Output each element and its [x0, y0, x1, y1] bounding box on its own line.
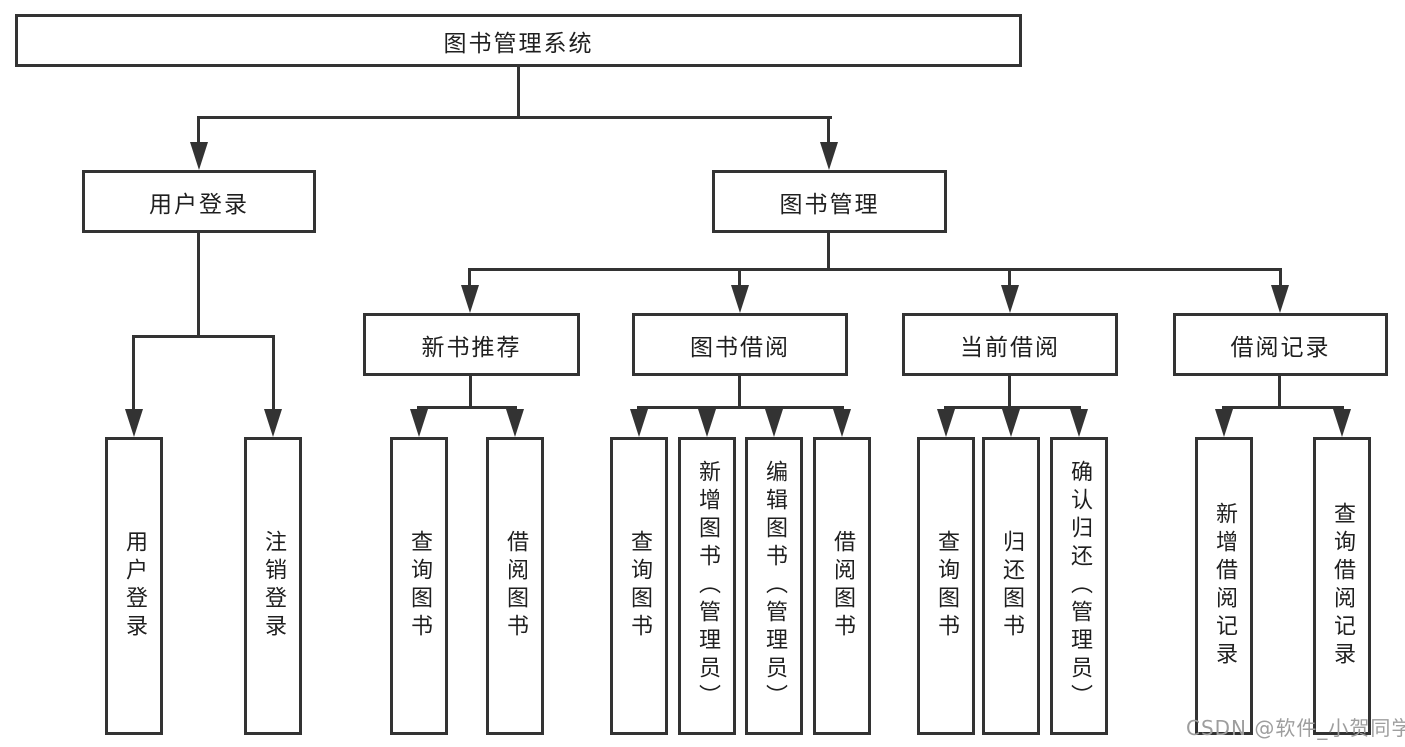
node-current-borrow: 当前借阅 — [902, 313, 1118, 376]
node-borrow-record: 借阅记录 — [1173, 313, 1388, 376]
node-label: 借阅图书 — [503, 530, 528, 642]
node-book-management: 图书管理 — [712, 170, 947, 233]
arrow-down-icon — [1002, 409, 1020, 437]
leaf-borrow-book: 借阅图书 — [813, 437, 871, 735]
leaf-return-book: 归还图书 — [982, 437, 1040, 735]
leaf-query-book-recommend: 查询图书 — [390, 437, 448, 735]
node-label: 查询借阅记录 — [1330, 502, 1355, 670]
leaf-query-book-borrow: 查询图书 — [610, 437, 668, 735]
node-label: 查询图书 — [407, 530, 432, 642]
connector-line — [417, 406, 517, 409]
arrow-down-icon — [820, 142, 838, 170]
connector-line — [738, 376, 741, 409]
arrow-down-icon — [506, 409, 524, 437]
node-label: 借阅记录 — [1230, 334, 1331, 361]
node-label: 当前借阅 — [960, 334, 1060, 361]
node-label: 图书管理 — [779, 191, 880, 218]
connector-line — [197, 233, 200, 338]
arrow-down-icon — [190, 142, 208, 170]
node-label: 查询图书 — [627, 530, 652, 642]
connector-line — [272, 335, 275, 411]
leaf-query-borrow-record: 查询借阅记录 — [1313, 437, 1371, 735]
arrow-down-icon — [1001, 285, 1019, 313]
connector-line — [132, 335, 275, 338]
node-book-borrow: 图书借阅 — [632, 313, 848, 376]
node-user-login: 用户登录 — [82, 170, 316, 233]
leaf-user-login: 用户登录 — [105, 437, 163, 735]
arrow-down-icon — [264, 409, 282, 437]
node-label: 借阅图书 — [830, 530, 855, 642]
connector-line — [197, 116, 832, 119]
connector-line — [468, 268, 471, 288]
node-label: 图书借阅 — [690, 334, 790, 361]
node-label: 新增借阅记录 — [1212, 502, 1237, 670]
connector-line — [197, 116, 200, 146]
connector-line — [1279, 268, 1282, 288]
connector-line — [1222, 406, 1344, 409]
leaf-query-book-current: 查询图书 — [917, 437, 975, 735]
arrow-down-icon — [1215, 409, 1233, 437]
connector-line — [132, 335, 135, 411]
leaf-borrow-book-recommend: 借阅图书 — [486, 437, 544, 735]
leaf-edit-book-admin: 编辑图书（管理员） — [745, 437, 803, 735]
connector-line — [468, 268, 1282, 271]
connector-line — [1008, 376, 1011, 409]
leaf-confirm-return-admin: 确认归还（管理员） — [1050, 437, 1108, 735]
leaf-add-borrow-record: 新增借阅记录 — [1195, 437, 1253, 735]
node-library-system: 图书管理系统 — [15, 14, 1022, 67]
arrow-down-icon — [698, 409, 716, 437]
arrow-down-icon — [937, 409, 955, 437]
node-label: 新书推荐 — [421, 334, 522, 361]
connector-line — [517, 67, 520, 118]
node-label: 新增图书（管理员） — [695, 460, 720, 712]
connector-line — [1278, 376, 1281, 409]
leaf-add-book-admin: 新增图书（管理员） — [678, 437, 736, 735]
node-label: 查询图书 — [934, 530, 959, 642]
arrow-down-icon — [1271, 285, 1289, 313]
arrow-down-icon — [125, 409, 143, 437]
leaf-logout: 注销登录 — [244, 437, 302, 735]
connector-line — [944, 406, 1081, 409]
node-label: 用户登录 — [122, 530, 147, 642]
node-label: 注销登录 — [261, 530, 286, 642]
connector-line — [1008, 268, 1011, 288]
connector-line — [827, 116, 830, 146]
node-new-book-recommend: 新书推荐 — [363, 313, 580, 376]
arrow-down-icon — [833, 409, 851, 437]
node-label: 确认归还（管理员） — [1067, 460, 1092, 712]
arrow-down-icon — [765, 409, 783, 437]
arrow-down-icon — [630, 409, 648, 437]
connector-line — [827, 233, 830, 271]
arrow-down-icon — [461, 285, 479, 313]
watermark: CSDN @软件_小贺同学 — [1186, 716, 1405, 740]
arrow-down-icon — [1070, 409, 1088, 437]
connector-line — [637, 406, 844, 409]
node-label: 图书管理系统 — [443, 30, 594, 57]
connector-line — [738, 268, 741, 288]
connector-line — [469, 376, 472, 409]
node-label: 编辑图书（管理员） — [762, 460, 787, 712]
arrow-down-icon — [731, 285, 749, 313]
arrow-down-icon — [1333, 409, 1351, 437]
arrow-down-icon — [410, 409, 428, 437]
node-label: 用户登录 — [149, 191, 249, 218]
node-label: 归还图书 — [999, 530, 1024, 642]
